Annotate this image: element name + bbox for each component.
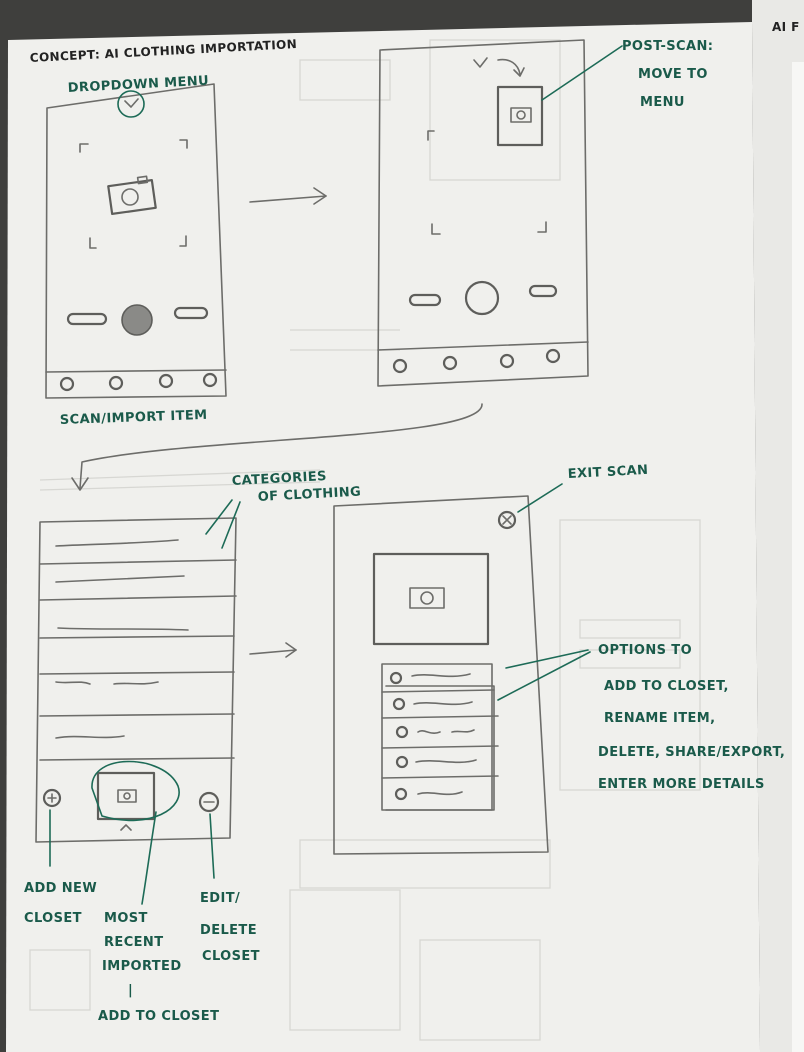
- camera-icon: [510, 107, 532, 123]
- chevron-up-icon: [120, 824, 132, 831]
- curved-arrow: [497, 58, 521, 75]
- flash-button: [528, 284, 558, 298]
- recent-highlight-circle: [91, 760, 180, 822]
- next-page-title: AI F: [772, 20, 800, 34]
- label-categories: CATEGORIES: [231, 469, 327, 489]
- label-exit-scan: EXIT SCAN: [567, 463, 648, 482]
- callout-line: [205, 499, 233, 535]
- label-options-1: OPTIONS TO: [598, 643, 692, 658]
- label-options-5: ENTER MORE DETAILS: [598, 777, 765, 792]
- close-icon: [497, 510, 517, 530]
- label-divider: |: [128, 983, 133, 998]
- callout-line: [541, 45, 623, 101]
- label-recent: RECENT: [104, 935, 163, 950]
- label-dropdown-menu: DROPDOWN MENU: [67, 74, 209, 96]
- label-add-to-closet: ADD TO CLOSET: [98, 1009, 219, 1024]
- label-most: MOST: [104, 911, 148, 926]
- show-through-marks: [29, 39, 701, 1041]
- flash-button: [173, 306, 209, 320]
- sketch-item-options: [333, 495, 549, 855]
- label-closet-2: CLOSET: [202, 949, 260, 964]
- callout-line: [517, 483, 563, 513]
- label-add-new: ADD NEW: [24, 881, 97, 896]
- label-options-2: ADD TO CLOSET,: [604, 679, 729, 694]
- label-scan-import: SCAN/IMPORT ITEM: [60, 408, 208, 428]
- label-menu: MENU: [640, 95, 685, 110]
- shutter-button: [464, 280, 500, 316]
- scanned-thumbnail: [496, 85, 544, 147]
- label-move-to: MOVE TO: [638, 67, 708, 82]
- sketch-post-scan: [377, 39, 589, 387]
- recent-item-thumbnail: [96, 771, 156, 821]
- arrow-right: [249, 195, 327, 203]
- dropdown-highlight-circle: [117, 90, 145, 118]
- shutter-button: [121, 304, 153, 336]
- gallery-button: [408, 293, 442, 307]
- chevron-down-icon: [124, 98, 139, 108]
- camera-icon: [117, 789, 137, 803]
- paper-sheet: [6, 22, 760, 1052]
- label-options-3: RENAME ITEM,: [604, 711, 715, 726]
- callout-line: [141, 811, 157, 905]
- item-preview: [372, 552, 490, 646]
- arrow-right: [249, 649, 297, 655]
- label-edit: EDIT/: [200, 891, 240, 906]
- gallery-button: [66, 312, 108, 326]
- camera-icon: [409, 587, 445, 609]
- add-icon: [42, 788, 62, 808]
- callout-line: [505, 649, 589, 669]
- callout-line: [221, 501, 241, 549]
- callout-line: [209, 813, 215, 879]
- label-imported: IMPORTED: [102, 959, 182, 974]
- options-note: OPTIONS TO ADD TO CLOSET, RENAME ITEM, D…: [598, 643, 785, 792]
- label-closet: CLOSET: [24, 911, 82, 926]
- curved-arrow-down: [79, 403, 483, 489]
- label-post-scan: POST-SCAN:: [622, 39, 713, 54]
- label-options-4: DELETE, SHARE/EXPORT,: [598, 745, 785, 760]
- callout-line: [497, 651, 591, 701]
- camera-icon: [107, 175, 157, 216]
- label-delete: DELETE: [200, 923, 257, 938]
- chevron-down-icon: [473, 57, 488, 68]
- remove-icon: [198, 791, 220, 813]
- sketch-closet-categories: [35, 517, 237, 843]
- sketch-scan-screen: [45, 83, 227, 399]
- label-of-clothing: OF CLOTHING: [257, 485, 361, 505]
- next-page-edge: [752, 0, 804, 1052]
